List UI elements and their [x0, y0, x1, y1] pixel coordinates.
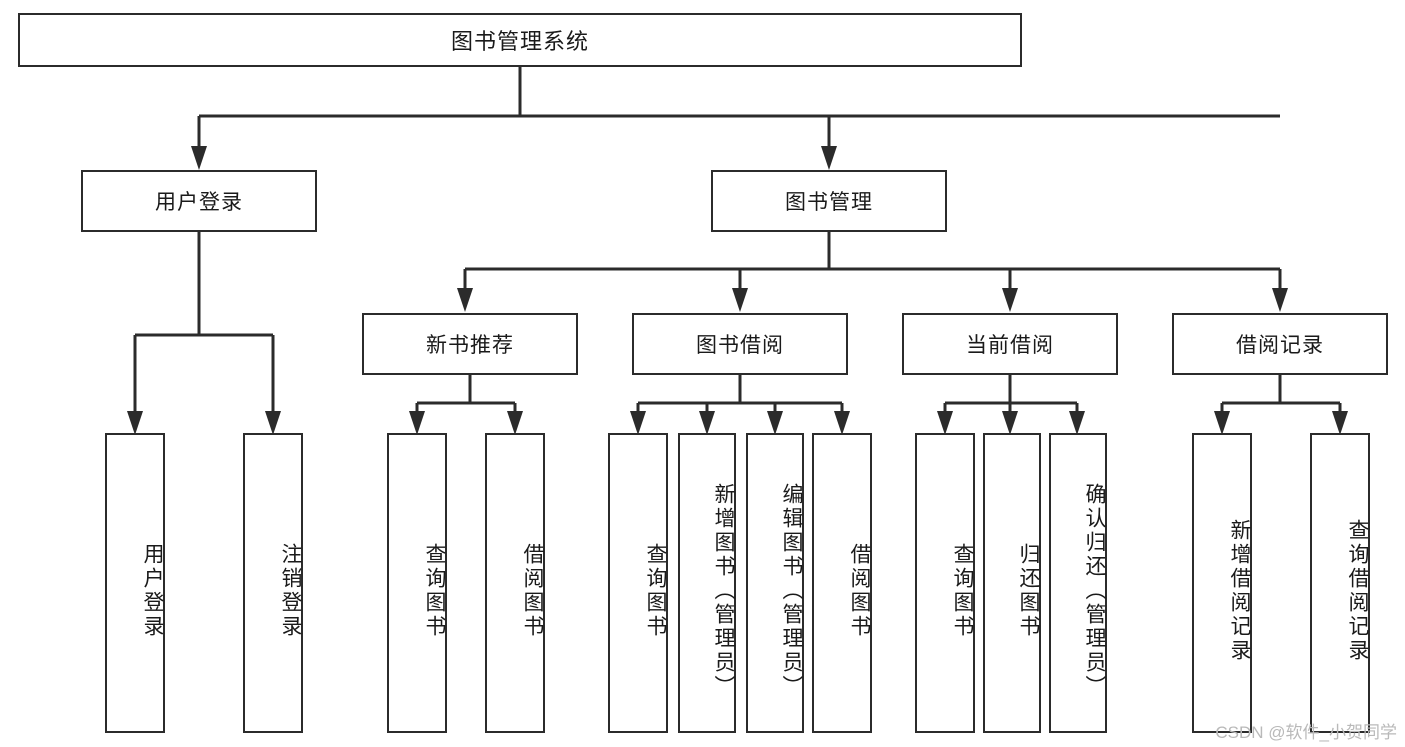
- leaf-label: 借阅图书: [521, 543, 544, 639]
- leaf-label: 借阅图书: [848, 543, 871, 639]
- leaf-recommend-query-book[interactable]: 查询图书: [387, 433, 447, 733]
- leaf-borrow-borrow-book[interactable]: 借阅图书: [812, 433, 872, 733]
- leaf-current-return-book[interactable]: 归还图书: [983, 433, 1041, 733]
- node-borrow-records[interactable]: 借阅记录: [1172, 313, 1388, 375]
- leaf-borrow-add-book-admin[interactable]: 新增图书（管理员）: [678, 433, 736, 733]
- leaf-current-confirm-return-admin[interactable]: 确认归还（管理员）: [1049, 433, 1107, 733]
- node-book-borrow-label: 图书借阅: [696, 334, 784, 357]
- node-root-label: 图书管理系统: [450, 29, 589, 54]
- node-book-management[interactable]: 图书管理: [711, 170, 947, 232]
- leaf-label: 确认归还（管理员）: [1083, 483, 1106, 699]
- leaf-label: 归还图书: [1017, 543, 1040, 639]
- leaf-label: 新增借阅记录: [1228, 519, 1251, 663]
- leaf-label: 查询图书: [951, 543, 974, 639]
- leaf-user-login-logout[interactable]: 注销登录: [243, 433, 303, 733]
- node-current-borrow-label: 当前借阅: [966, 334, 1054, 357]
- node-new-book-recommend-label: 新书推荐: [426, 334, 514, 357]
- leaf-borrow-edit-book-admin[interactable]: 编辑图书（管理员）: [746, 433, 804, 733]
- node-book-borrow[interactable]: 图书借阅: [632, 313, 848, 375]
- leaf-label: 新增图书（管理员）: [712, 483, 735, 699]
- leaf-label: 查询图书: [644, 543, 667, 639]
- leaf-records-add-record[interactable]: 新增借阅记录: [1192, 433, 1252, 733]
- node-borrow-records-label: 借阅记录: [1236, 334, 1324, 357]
- leaf-borrow-query-book[interactable]: 查询图书: [608, 433, 668, 733]
- node-user-login-label: 用户登录: [155, 191, 243, 214]
- leaf-label: 编辑图书（管理员）: [780, 483, 803, 699]
- node-current-borrow[interactable]: 当前借阅: [902, 313, 1118, 375]
- node-user-login[interactable]: 用户登录: [81, 170, 317, 232]
- leaf-current-query-book[interactable]: 查询图书: [915, 433, 975, 733]
- node-root[interactable]: 图书管理系统: [18, 13, 1022, 67]
- leaf-records-query-record[interactable]: 查询借阅记录: [1310, 433, 1370, 733]
- node-book-management-label: 图书管理: [785, 191, 873, 214]
- node-new-book-recommend[interactable]: 新书推荐: [362, 313, 578, 375]
- leaf-label: 用户登录: [141, 543, 164, 639]
- leaf-label: 注销登录: [279, 543, 302, 639]
- leaf-label: 查询图书: [423, 543, 446, 639]
- leaf-label: 查询借阅记录: [1346, 519, 1369, 663]
- leaf-recommend-borrow-book[interactable]: 借阅图书: [485, 433, 545, 733]
- leaf-user-login-login[interactable]: 用户登录: [105, 433, 165, 733]
